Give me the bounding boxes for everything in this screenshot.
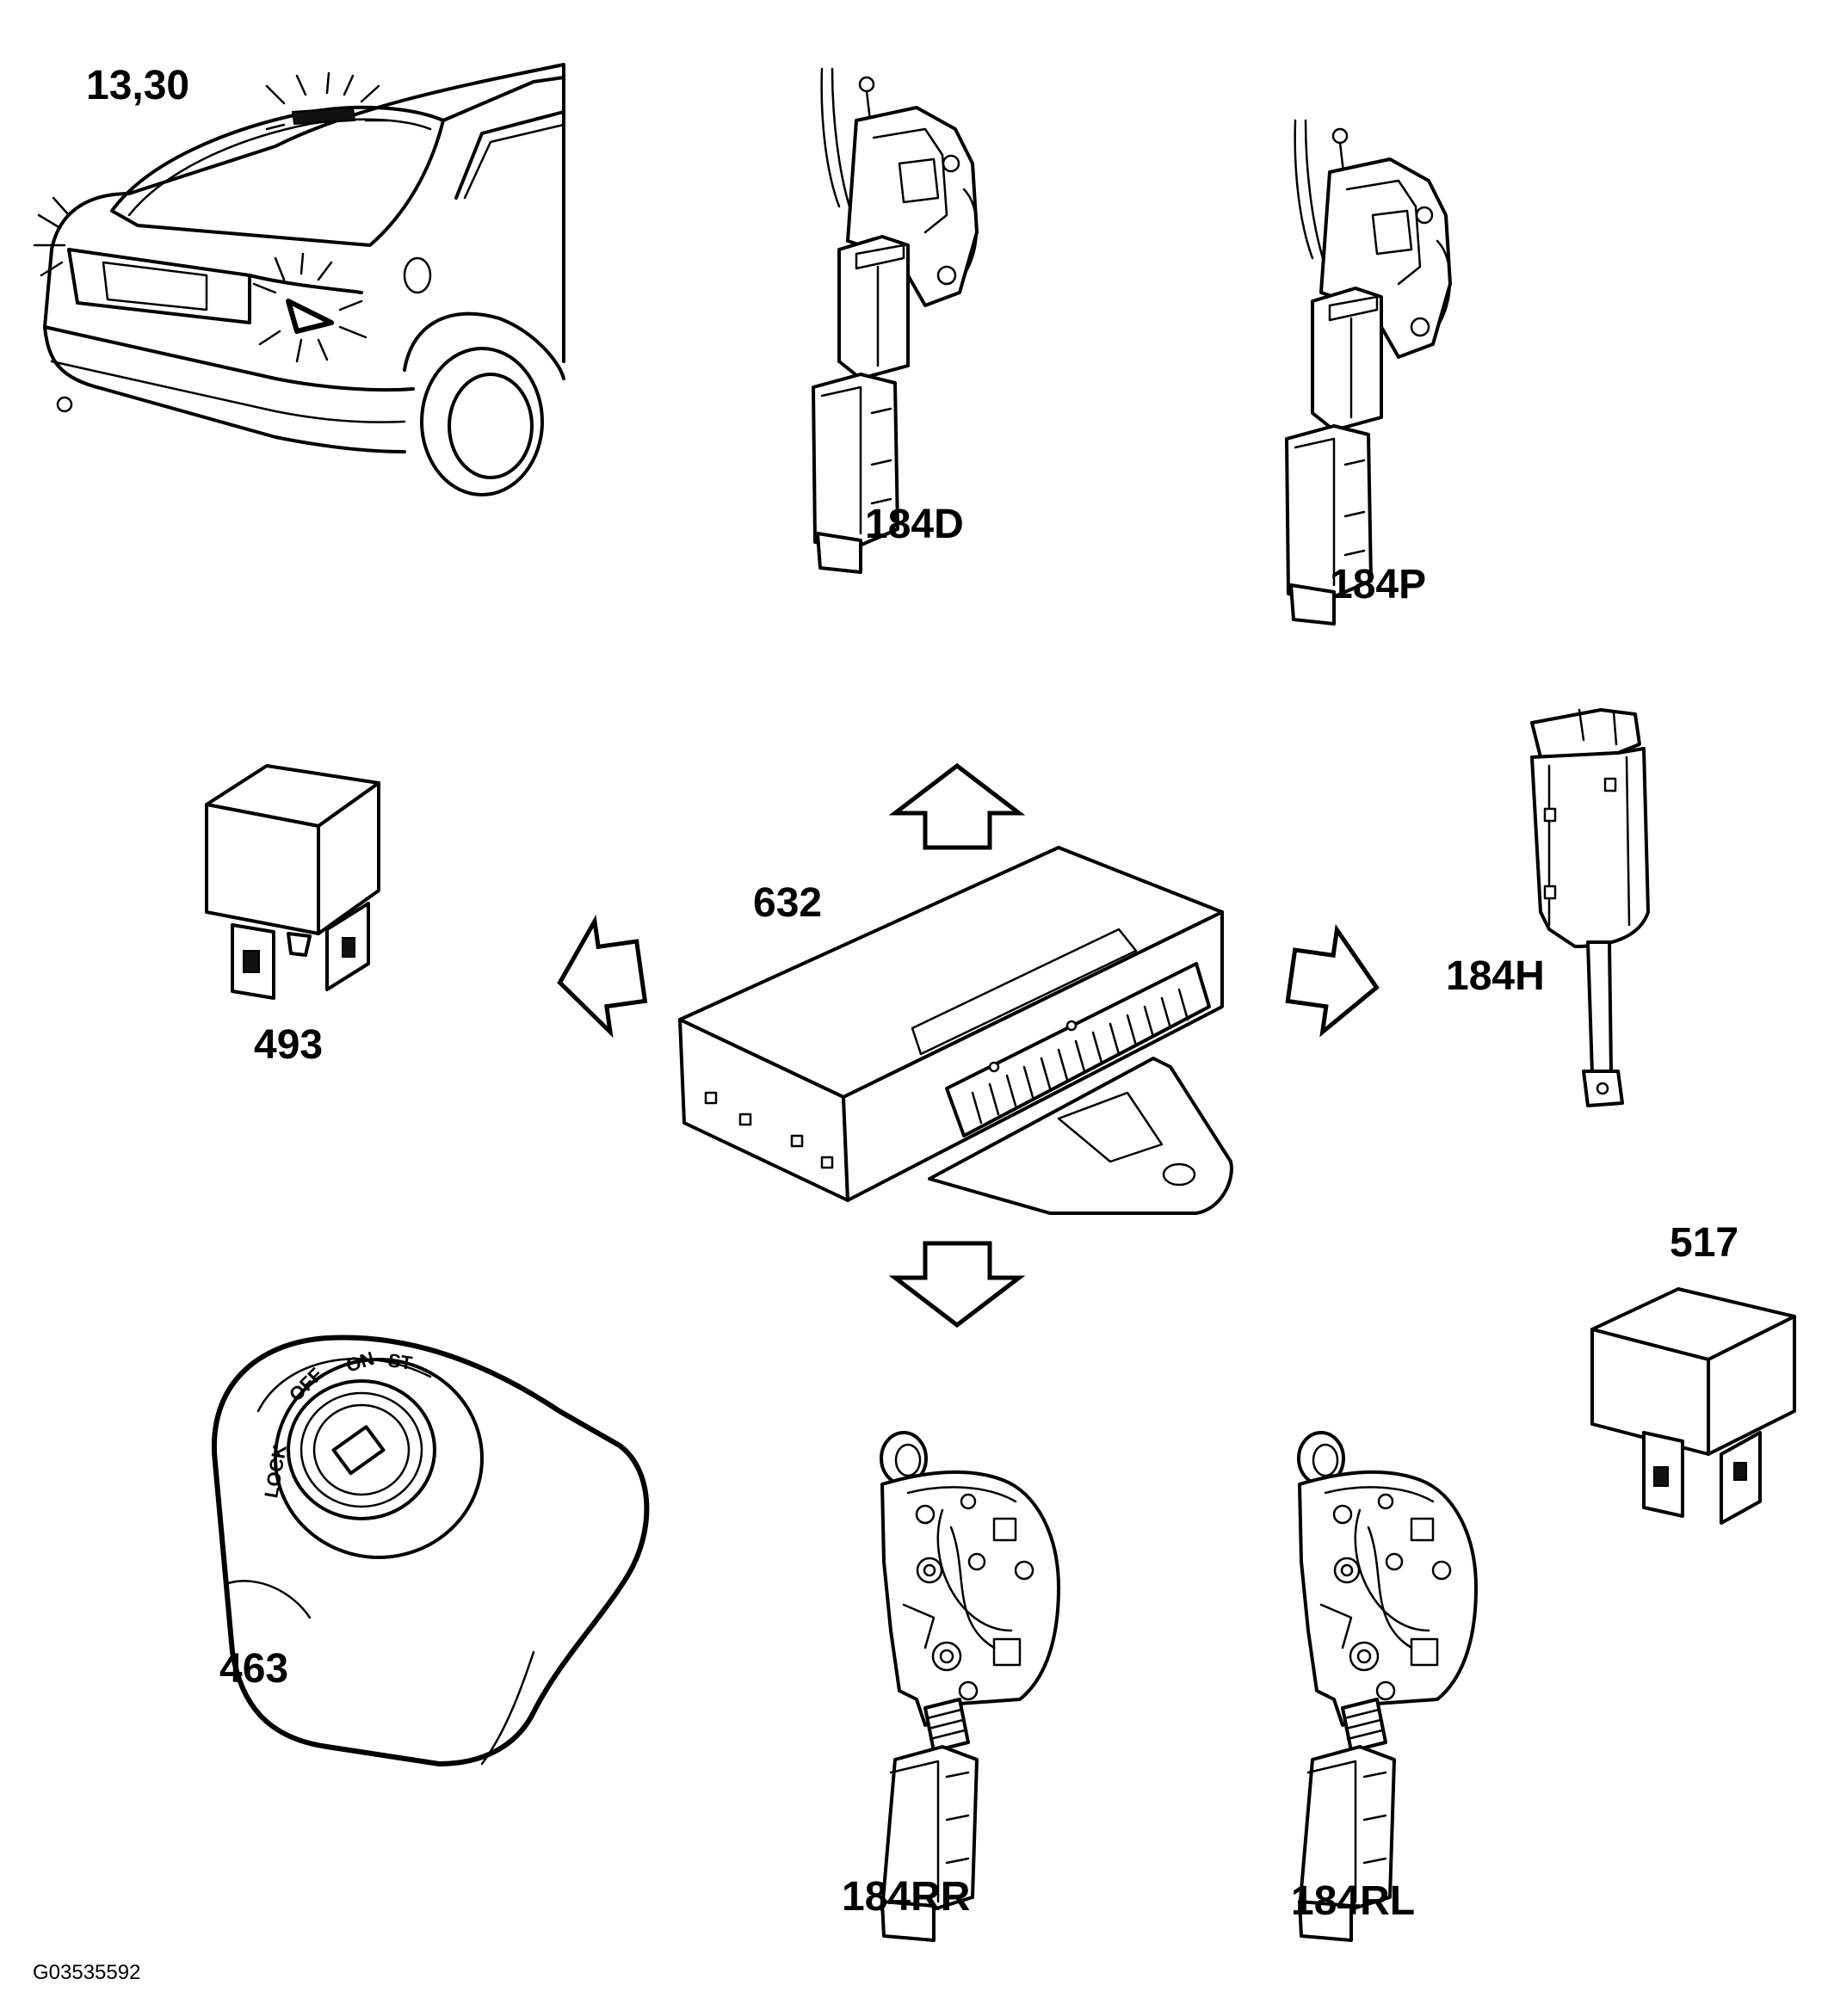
arrow-left bbox=[557, 915, 648, 1039]
lock-actuator-rear-left bbox=[1297, 1431, 1478, 1942]
arrow-right bbox=[1285, 923, 1380, 1038]
figure-id: G03535592 bbox=[33, 1961, 140, 1984]
relay-493 bbox=[205, 764, 380, 1000]
control-module-632-label: 632 bbox=[753, 880, 822, 926]
hatch-lock-184h-label: 184H bbox=[1446, 953, 1545, 999]
hatch-lock-184h bbox=[1530, 708, 1650, 1107]
lock-actuator-rear-left-label: 184RL bbox=[1291, 1878, 1415, 1924]
arrow-down bbox=[888, 1241, 1026, 1329]
lock-actuator-front-driver bbox=[812, 67, 979, 574]
lock-actuator-front-passenger-label: 184P bbox=[1330, 562, 1426, 607]
control-module-632 bbox=[678, 846, 1233, 1215]
ignition-switch-463-label: 463 bbox=[219, 1646, 288, 1692]
lock-actuator-front-passenger bbox=[1285, 119, 1452, 626]
lock-actuator-rear-right bbox=[880, 1431, 1060, 1942]
arrow-up bbox=[888, 762, 1026, 850]
relay-493-label: 493 bbox=[254, 1022, 323, 1068]
car-label: 13,30 bbox=[86, 63, 189, 108]
ignition-position-st: ST bbox=[386, 1349, 414, 1374]
lock-actuator-rear-right-label: 184RR bbox=[842, 1874, 970, 1920]
car-illustration bbox=[33, 63, 565, 496]
relay-517-label: 517 bbox=[1670, 1220, 1738, 1266]
lock-actuator-front-driver-label: 184D bbox=[865, 502, 964, 547]
relay-517 bbox=[1590, 1287, 1796, 1525]
ignition-switch-463 bbox=[211, 1335, 650, 1766]
